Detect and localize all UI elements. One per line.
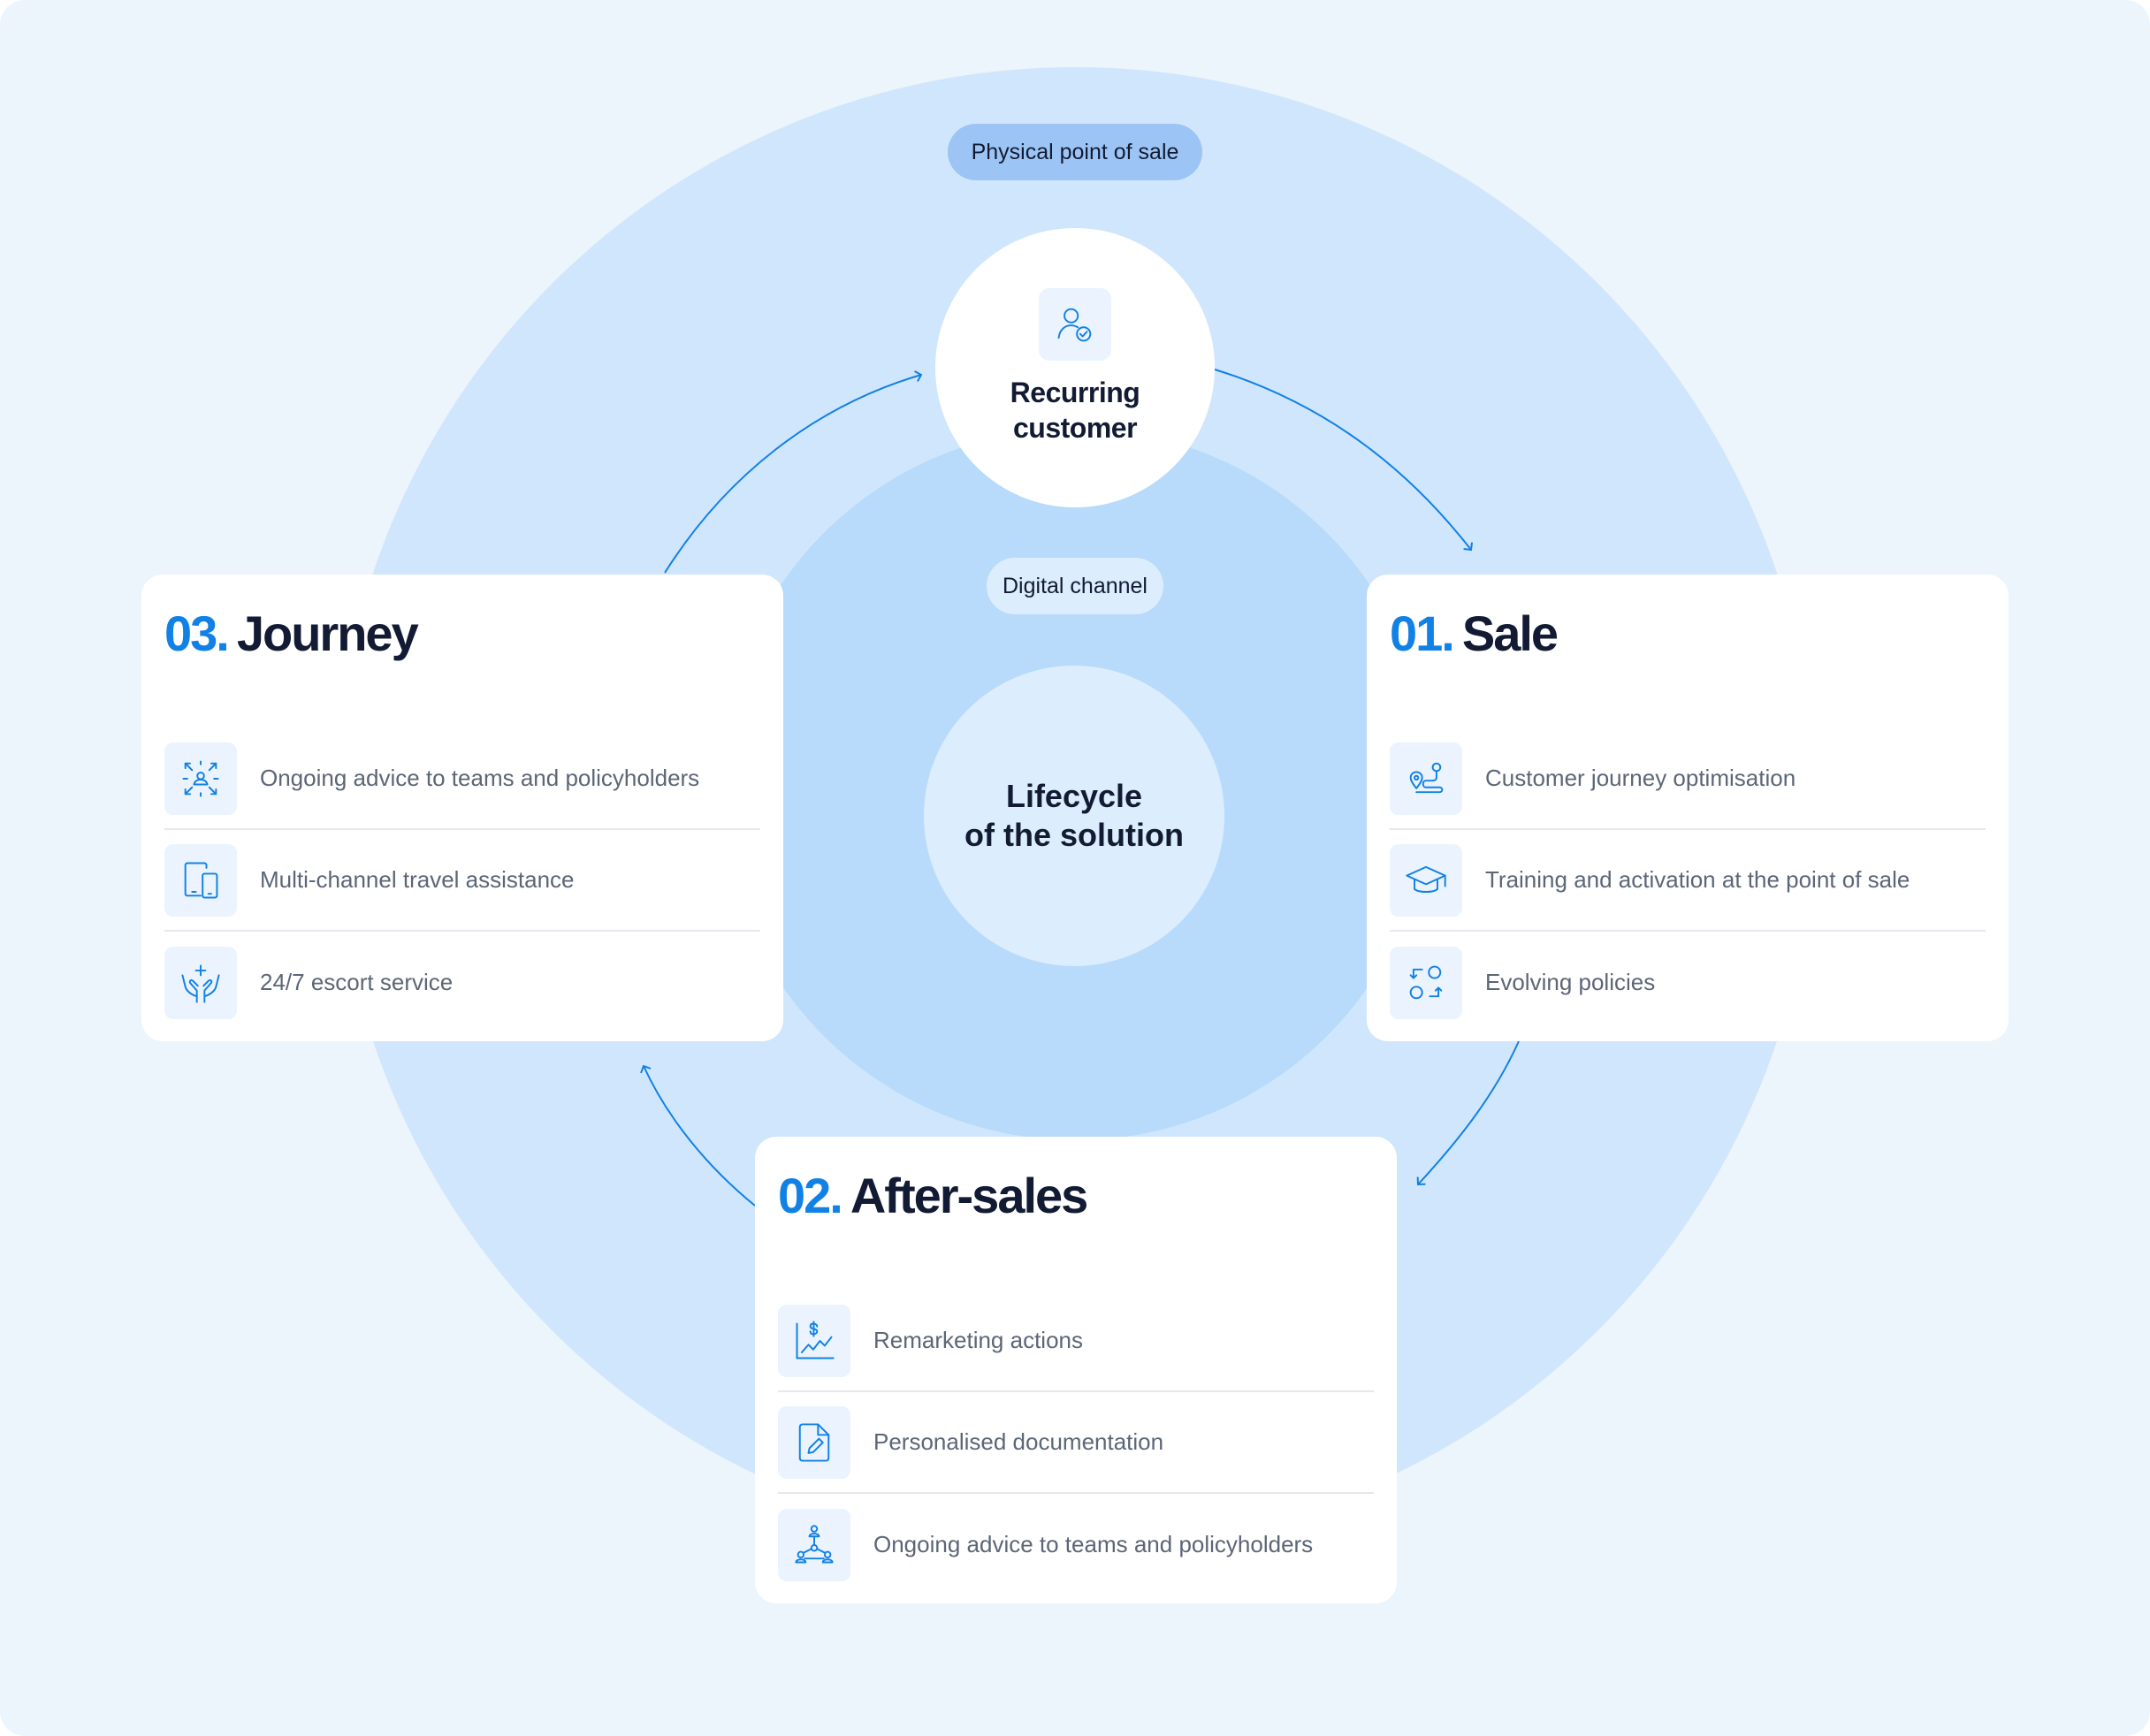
sale-card-number: 01.: [1390, 605, 1455, 661]
route-icon: [1390, 742, 1462, 815]
aftersales-card-title: 02.After-sales: [778, 1165, 1374, 1227]
graduation-cap-icon: [1390, 843, 1462, 917]
item-label: Ongoing advice to teams and policyholder…: [873, 1531, 1314, 1557]
sale-card-title: 01.Sale: [1390, 603, 1986, 665]
user-check-icon: [1039, 288, 1111, 361]
center-title: Lifecycle of the solution: [964, 778, 1184, 853]
list-item: Ongoing advice to teams and policyholder…: [778, 1494, 1374, 1595]
list-item: Multi-channel travel assistance: [164, 830, 760, 932]
item-label: Multi-channel travel assistance: [260, 866, 575, 893]
list-item: Evolving policies: [1390, 932, 1986, 1033]
aftersales-card-number: 02.: [778, 1168, 843, 1223]
arrow-customer-to-sale: [1214, 369, 1474, 552]
list-item: Customer journey optimisation: [1390, 728, 1986, 830]
arrow-aftersales-to-journey: [640, 1064, 756, 1207]
item-label: Ongoing advice to teams and policyholder…: [260, 765, 700, 791]
item-label: Evolving policies: [1485, 969, 1656, 995]
shapes-exchange-icon: [1390, 946, 1462, 1019]
arrow-sale-to-aftersales: [1416, 1040, 1520, 1186]
journey-card-title: 03.Journey: [164, 603, 760, 665]
focus-user-icon: [164, 742, 237, 815]
list-item: Ongoing advice to teams and policyholder…: [164, 728, 760, 830]
network-people-icon: [778, 1508, 850, 1581]
physical-point-of-sale-label: Physical point of sale: [948, 124, 1202, 180]
item-label: Personalised documentation: [873, 1428, 1164, 1455]
item-label: 24/7 escort service: [260, 969, 454, 995]
center-circle: Lifecycle of the solution: [924, 666, 1224, 966]
sale-item-list: Customer journey optimisation Training a…: [1390, 728, 1986, 1033]
aftersales-card-name: After-sales: [850, 1168, 1088, 1223]
sale-card-name: Sale: [1461, 605, 1559, 661]
journey-card: 03.Journey Ongoing advice to teams and p…: [141, 575, 783, 1041]
document-edit-icon: [778, 1405, 850, 1479]
list-item: Training and activation at the point of …: [1390, 830, 1986, 932]
recurring-customer-title: Recurring customer: [1010, 377, 1140, 444]
digital-channel-label: Digital channel: [987, 558, 1163, 614]
aftersales-item-list: Remarketing actions Personalised documen…: [778, 1291, 1374, 1595]
list-item: Remarketing actions: [778, 1291, 1374, 1392]
journey-card-number: 03.: [164, 605, 230, 661]
item-label: Customer journey optimisation: [1485, 765, 1796, 791]
list-item: 24/7 escort service: [164, 932, 760, 1033]
journey-card-name: Journey: [236, 605, 419, 661]
item-label: Training and activation at the point of …: [1485, 866, 1910, 893]
recurring-customer-node: Recurring customer: [935, 228, 1215, 507]
journey-item-list: Ongoing advice to teams and policyholder…: [164, 728, 760, 1033]
hands-care-icon: [164, 946, 237, 1019]
chart-dollar-icon: [778, 1304, 850, 1377]
sale-card: 01.Sale Customer journey optimisation: [1367, 575, 2009, 1041]
arrow-journey-to-customer: [664, 370, 923, 574]
list-item: Personalised documentation: [778, 1392, 1374, 1494]
devices-icon: [164, 843, 237, 917]
item-label: Remarketing actions: [873, 1327, 1083, 1353]
aftersales-card: 02.After-sales Remarketing actions: [755, 1137, 1397, 1603]
